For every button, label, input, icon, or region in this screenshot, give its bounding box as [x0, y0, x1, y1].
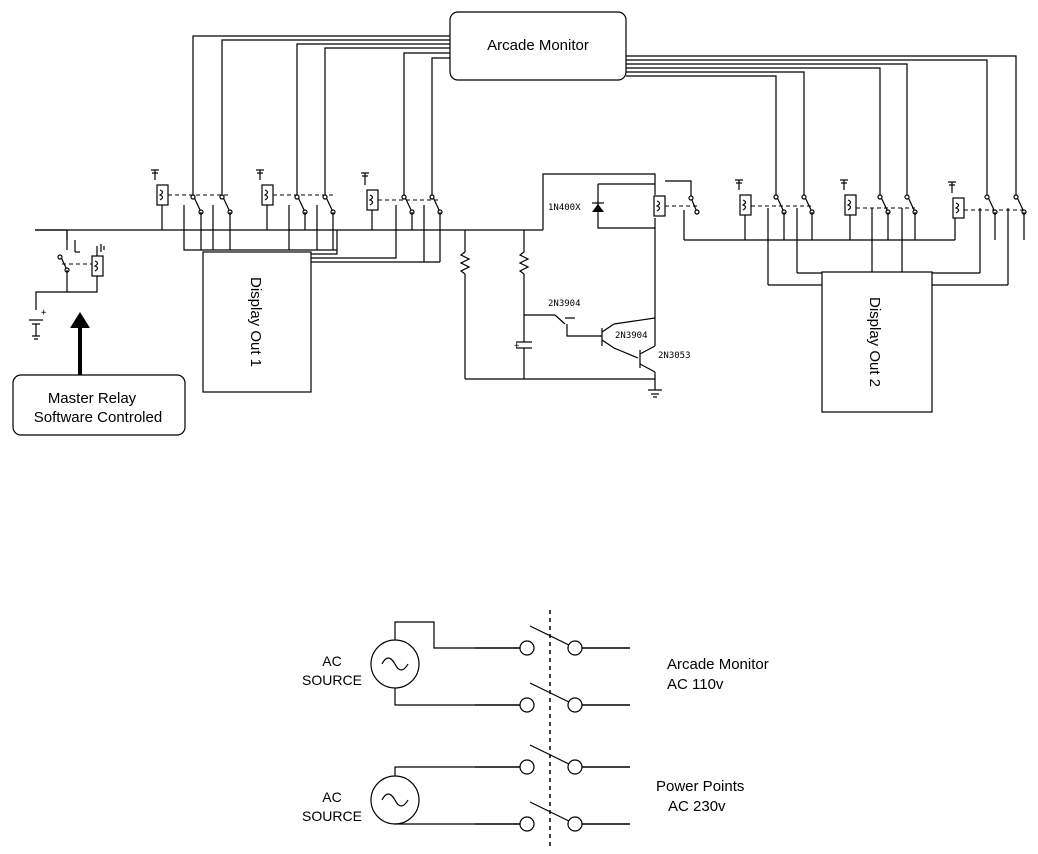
capacitor-plus-label: + — [514, 341, 520, 351]
transistor-a-label: 2N3904 — [548, 299, 581, 309]
display-out-2-block: Display Out 2 — [821, 271, 933, 413]
output-2-line2: AC 230v — [668, 798, 726, 815]
ac-source-1-line1: AC — [322, 653, 341, 669]
ac-switch-3 — [475, 744, 630, 775]
relay-2 — [256, 169, 336, 250]
ac-source-2: AC SOURCE — [302, 766, 475, 825]
relay-4 — [735, 179, 815, 285]
master-relay-arrow — [70, 312, 90, 375]
arcade-monitor-label: Arcade Monitor — [487, 37, 589, 54]
output-2-line1: Power Points — [656, 778, 744, 795]
ac-source-1-line2: SOURCE — [302, 672, 362, 688]
transistor-b-label: 2N3904 — [615, 331, 648, 341]
relay-5 — [840, 179, 918, 270]
output-1-line2: AC 110v — [667, 676, 724, 693]
monitor-left-wires — [192, 35, 450, 195]
display-out-1-label: Display Out 1 — [247, 277, 264, 367]
transistor-c-label: 2N3053 — [658, 351, 691, 361]
ac-switch-1 — [475, 625, 630, 656]
relay-6 — [948, 181, 1027, 285]
display-out-2-label: Display Out 2 — [866, 297, 883, 387]
relay-1 — [151, 169, 233, 250]
monitor-right-wires — [626, 55, 1017, 195]
arcade-monitor-block: Arcade Monitor — [449, 11, 627, 81]
master-relay-label-line1: Master Relay — [48, 390, 137, 407]
master-relay: + — [29, 229, 105, 340]
master-relay-label-line2: Software Controled — [34, 409, 162, 426]
ac-switch-2 — [475, 682, 630, 713]
master-relay-label-box: Master Relay Software Controled — [12, 374, 186, 436]
display-out-1-wires — [183, 230, 440, 263]
driver-circuit: 1N400X + 2N3904 2N3904 2N3053 — [459, 173, 700, 398]
ac-switch-4 — [475, 801, 630, 832]
ac-source-2-line2: SOURCE — [302, 808, 362, 824]
diode-label: 1N400X — [548, 203, 581, 213]
output-1-line1: Arcade Monitor — [667, 656, 769, 673]
ac-source-1: AC SOURCE — [302, 621, 475, 706]
relay-3 — [361, 172, 443, 262]
ac-source-2-line1: AC — [322, 789, 341, 805]
display-out-1-block: Display Out 1 — [202, 251, 312, 393]
battery-plus-label: + — [41, 308, 47, 318]
